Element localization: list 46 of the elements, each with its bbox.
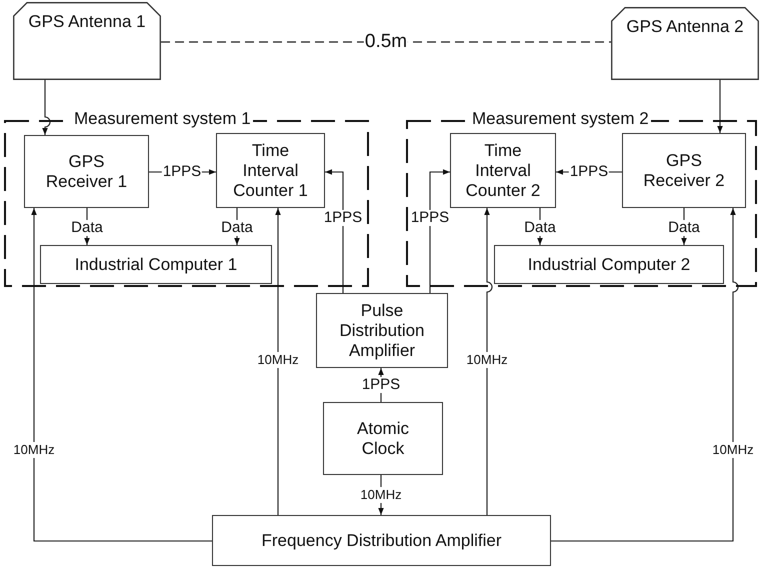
antenna-box: [13, 2, 161, 80]
process-box: [622, 133, 746, 208]
arrow: [429, 169, 450, 293]
edge-label: 10MHz: [12, 442, 56, 458]
edge-label: 1PPS: [322, 210, 364, 226]
edge-label: 10MHz: [465, 352, 509, 368]
box-label: Time Interval Counter 1: [232, 140, 309, 200]
edge-label: 10MHz: [711, 442, 755, 458]
edge-label: Data: [667, 220, 701, 236]
box-label: Pulse Distribution Amplifier: [338, 300, 426, 360]
process-box: [24, 135, 149, 208]
antenna-box: [611, 7, 759, 80]
box-label: GPS Antenna 2: [625, 17, 745, 37]
process-box: [40, 245, 272, 284]
arrow: [551, 208, 738, 542]
process-box: [316, 293, 448, 368]
edge-label: 1PPS: [410, 210, 450, 226]
box-label: Industrial Computer 1: [74, 254, 238, 274]
box-label: Industrial Computer 2: [526, 254, 692, 274]
edge-label: 1PPS: [360, 377, 402, 393]
box-label: GPS Receiver 2: [642, 150, 726, 190]
process-box: [450, 133, 556, 208]
box-label: GPS Receiver 1: [44, 152, 128, 192]
group-title: Measurement system 2: [470, 109, 651, 129]
edge-label: 10MHz: [256, 352, 300, 368]
arrow: [42, 80, 51, 135]
arrow: [275, 208, 281, 515]
edge-label: 10MHz: [359, 487, 403, 503]
box-label: GPS Antenna 1: [27, 12, 147, 32]
edge-label: 0.5m: [364, 34, 408, 50]
process-box: [216, 133, 325, 208]
group-title: Measurement system 1: [72, 109, 253, 129]
arrow: [484, 208, 492, 515]
process-box: [494, 245, 724, 284]
arrow: [717, 80, 723, 133]
arrow: [325, 169, 344, 293]
arrow: [31, 208, 212, 542]
edge-label: Data: [523, 220, 557, 236]
box-label: Atomic Clock: [356, 418, 410, 458]
process-box: [212, 515, 551, 566]
process-box: [323, 402, 443, 475]
edge-label: Data: [70, 220, 104, 236]
box-label: Time Interval Counter 2: [464, 140, 542, 200]
box-label: Frequency Distribution Amplifier: [260, 530, 502, 550]
edge-label: Data: [220, 220, 254, 236]
connector-line: [161, 41, 611, 43]
